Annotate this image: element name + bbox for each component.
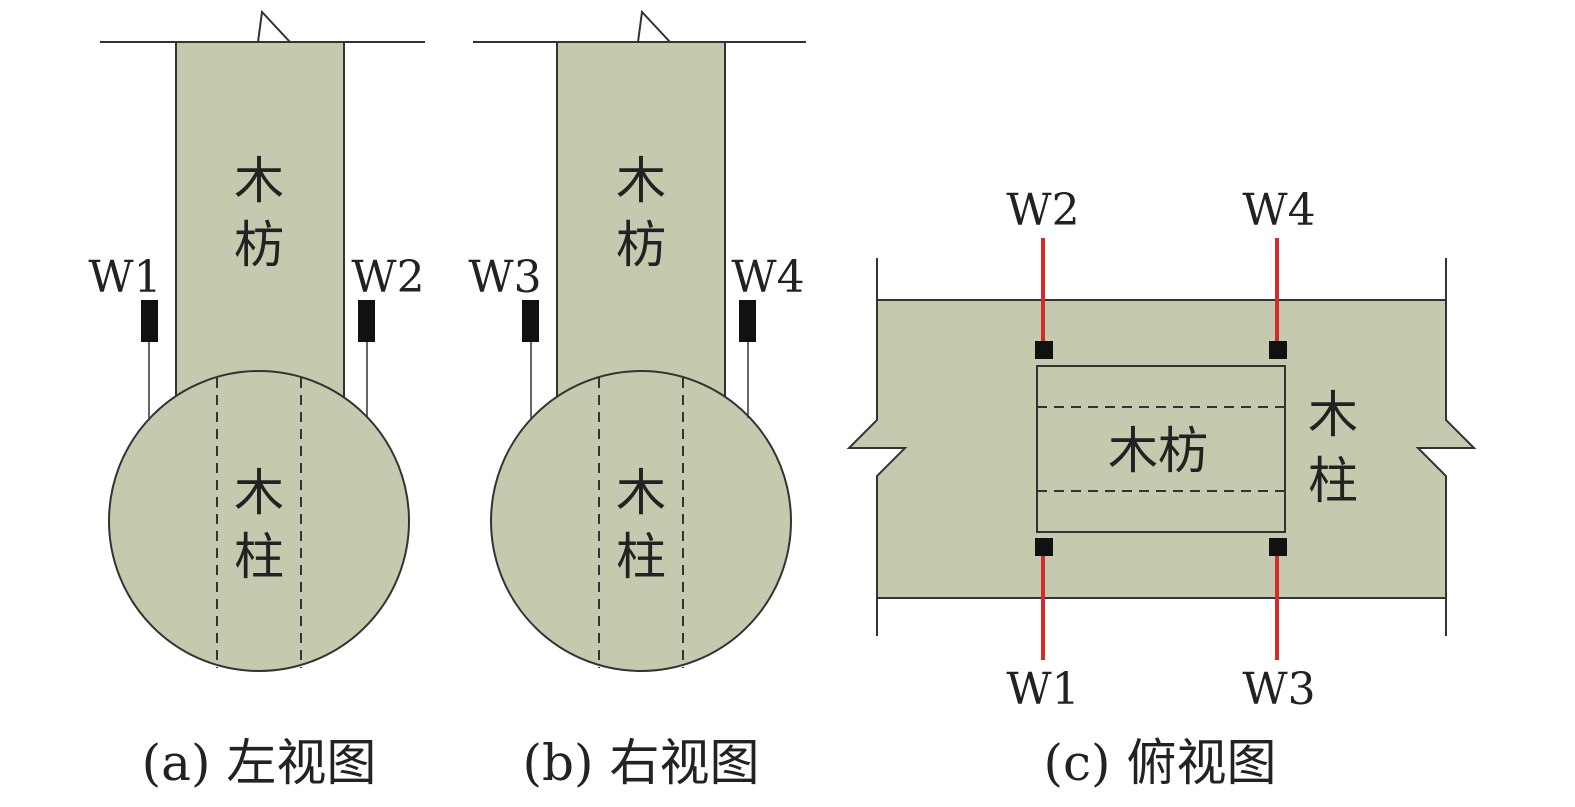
panel-a-beam xyxy=(175,41,345,423)
panel-b-right-view: 木 枋 木 柱 W3 W4 (b) 右视图 xyxy=(468,9,806,792)
panel-c-sensor-w2 xyxy=(1035,341,1053,359)
panel-b-sensor-w3 xyxy=(522,300,539,342)
panel-a-column-label-1: 木 xyxy=(234,464,284,522)
panel-c-break-line-right xyxy=(1415,258,1477,636)
panel-a-column xyxy=(108,370,410,672)
panel-b-beam-label-2: 枋 xyxy=(616,216,666,274)
panel-c-column-label-1: 木 xyxy=(1308,386,1358,444)
panel-a-break-line xyxy=(100,9,425,43)
panel-a-sensor-label-w2: W2 xyxy=(351,252,424,303)
panel-c-sensor-label-w4: W4 xyxy=(1242,185,1315,236)
panel-b-beam xyxy=(556,41,726,423)
panel-b-column xyxy=(490,370,792,672)
panel-a-sensor-w2 xyxy=(358,300,375,342)
panel-b-column-label-2: 柱 xyxy=(616,528,666,586)
panel-c-sensor-w3 xyxy=(1269,538,1287,556)
panel-c-sensor-w1 xyxy=(1035,538,1053,556)
panel-b-sensor-label-w4: W4 xyxy=(731,252,804,303)
panel-b-beam-label-1: 木 xyxy=(616,152,666,210)
panel-a-column-label-2: 柱 xyxy=(234,528,284,586)
panel-a-sensor-label-w1: W1 xyxy=(88,252,161,303)
panel-c-sensor-label-w1: W1 xyxy=(1006,664,1079,715)
panel-c-column-label-2: 柱 xyxy=(1308,452,1358,510)
panel-b-column-label-1: 木 xyxy=(616,464,666,522)
panel-c-beam-block xyxy=(1036,365,1286,533)
panel-c-sensor-label-w2: W2 xyxy=(1006,185,1079,236)
panel-b-sensor-w4 xyxy=(739,300,756,342)
panel-b-sensor-label-w3: W3 xyxy=(468,252,541,303)
panel-a-beam-label-2: 枋 xyxy=(234,216,284,274)
panel-a-sensor-w1 xyxy=(141,300,158,342)
panel-c-sensor-label-w3: W3 xyxy=(1242,664,1315,715)
panel-c-top-view: W2 W4 W1 W3 木枋 木 柱 (c) 俯视图 xyxy=(846,185,1477,792)
panel-a-caption: (a) 左视图 xyxy=(142,734,377,792)
panel-a-beam-label-1: 木 xyxy=(234,152,284,210)
panel-c-caption: (c) 俯视图 xyxy=(1044,734,1277,792)
panel-a-left-view: 木 枋 木 柱 W1 W2 (a) 左视图 xyxy=(88,9,425,792)
panel-b-break-line xyxy=(473,9,806,43)
panel-c-break-line-left xyxy=(846,258,908,636)
panel-c-beam-label: 木枋 xyxy=(1108,422,1208,480)
panel-b-caption: (b) 右视图 xyxy=(523,734,760,792)
panel-c-sensor-w4 xyxy=(1269,341,1287,359)
